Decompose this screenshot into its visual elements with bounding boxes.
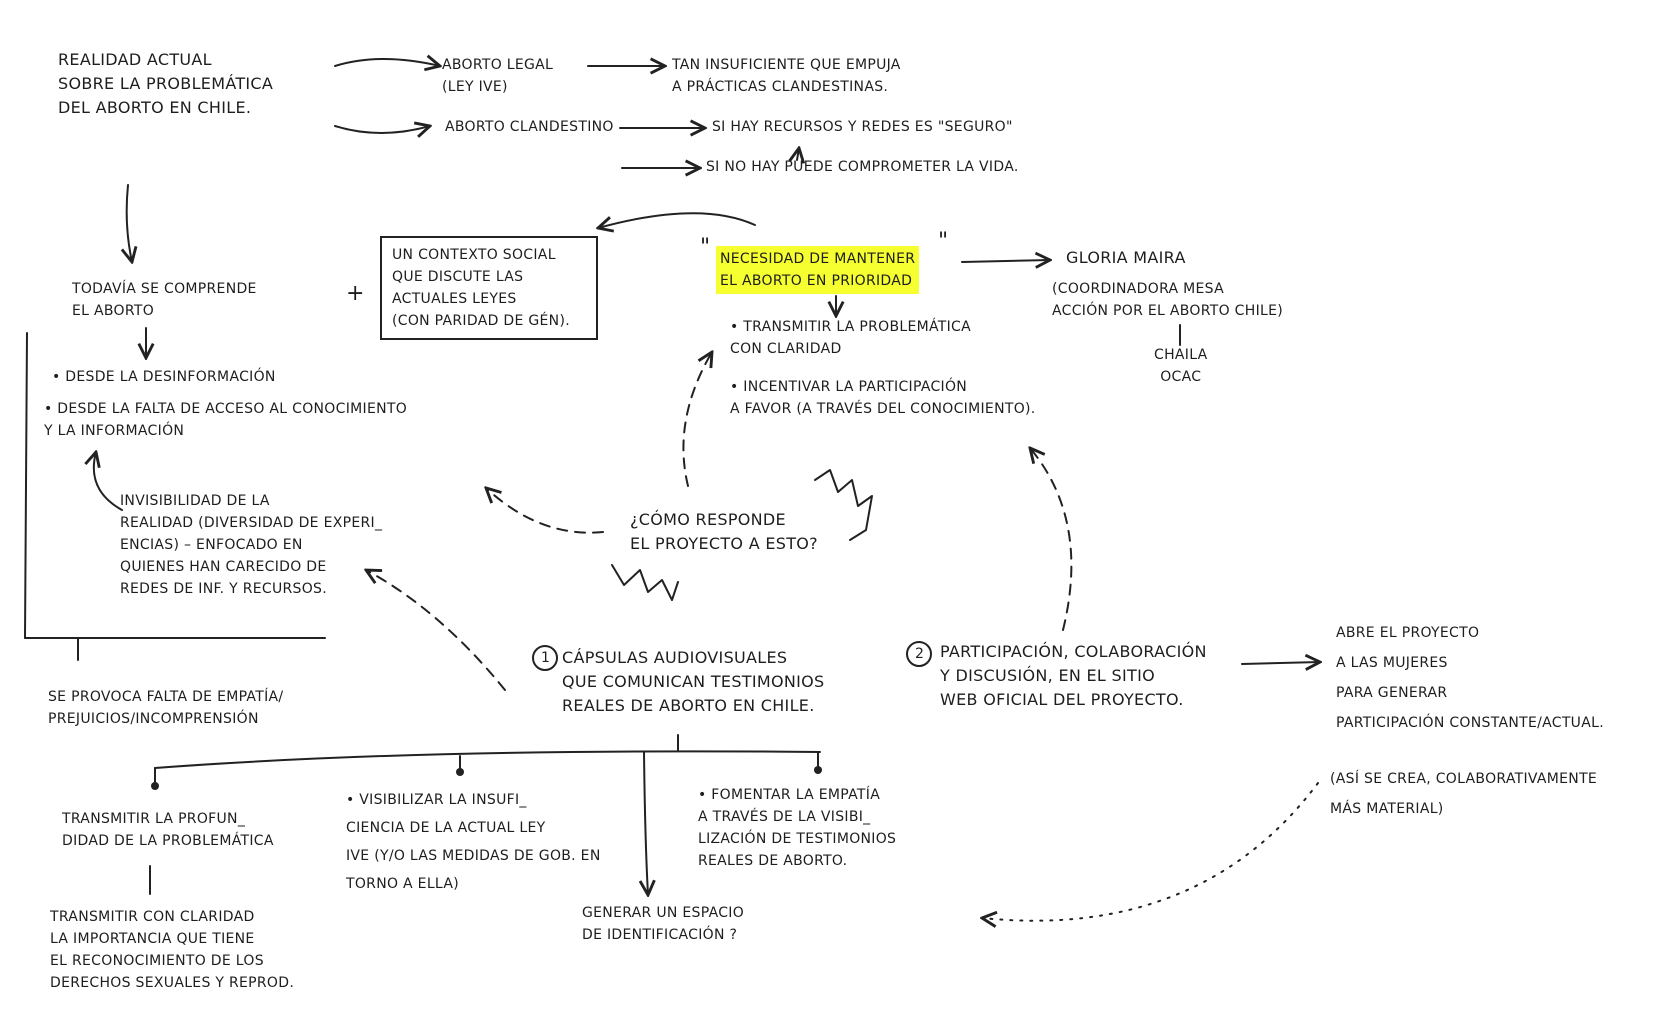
arrow-reality-down (127, 184, 132, 262)
branch-dot-3 (814, 766, 822, 774)
identification-node: GENERAR UN ESPACIO DE IDENTIFICACIÓN ? (582, 905, 745, 943)
still-understood-node: TODAVÍA SE COMPRENDE EL ABORTO (72, 281, 257, 319)
question-arrows (366, 352, 1320, 921)
incentivize-item: • INCENTIVAR LA PARTICIPACIÓN A FAVOR (A… (730, 379, 1036, 417)
close-quote: " (938, 229, 949, 254)
branch-dot-1 (151, 782, 159, 790)
capsules-number: 1 (541, 650, 551, 666)
arrow-to-clandestine (334, 126, 430, 133)
if-no-resources-node: SI NO HAY PUEDE COMPROMETER LA VIDA. (706, 159, 1019, 175)
arrow-to-gloria (961, 260, 1050, 262)
how-responds-question: ¿CÓMO RESPONDE EL PROYECTO A ESTO? (630, 510, 818, 553)
participation-node: PARTICIPACIÓN, COLABORACIÓN Y DISCUSIÓN,… (940, 642, 1207, 709)
branch-dot-2 (456, 768, 464, 776)
capsules-number-circle (532, 645, 558, 671)
social-context-box: UN CONTEXTO SOCIAL QUE DISCUTE LAS ACTUA… (380, 236, 598, 340)
zigzag-bottom-left (611, 564, 679, 601)
legal-abortion-node: ABORTO LEGAL (LEY IVE) (442, 57, 554, 95)
transmit-depth-node: TRANSMITIR LA PROFUN_ DIDAD DE LA PROBLE… (62, 811, 274, 849)
gloria-name: GLORIA MAIRA (1066, 248, 1186, 267)
need-priority-node: NECESIDAD DE MANTENER EL ABORTO EN PRIOR… (716, 246, 920, 294)
visibilize-node: • VISIBILIZAR LA INSUFI_ CIENCIA DE LA A… (346, 792, 601, 892)
empathy-node: • FOMENTAR LA EMPATÍA A TRAVÉS DE LA VIS… (698, 787, 897, 869)
from-lack-item: • DESDE LA FALTA DE ACCESO AL CONOCIMIEN… (44, 401, 408, 439)
plus-sign: + (346, 281, 365, 306)
transmit-importance-node: TRANSMITIR CON CLARIDAD LA IMPORTANCIA Q… (50, 909, 295, 991)
dash-participation-to-priority (1030, 448, 1073, 631)
dash-to-priority (682, 352, 712, 487)
transmit-clarity-item: • TRANSMITIR LA PROBLEMÁTICA CON CLARIDA… (730, 319, 972, 357)
dash-to-left-info (486, 488, 604, 534)
priority-arrows (598, 212, 1181, 346)
invisibility-node: INVISIBILIDAD DE LA REALIDAD (DIVERSIDAD… (120, 493, 383, 597)
from-disinfo-item: • DESDE LA DESINFORMACIÓN (52, 369, 276, 385)
dots-collaborative-to-participation (982, 782, 1319, 921)
legal-result-node: TAN INSUFICIENTE QUE EMPUJA A PRÁCTICAS … (672, 57, 901, 95)
zigzag-top-right (814, 469, 873, 541)
participation-number: 2 (915, 646, 925, 662)
tree-branch (154, 750, 821, 769)
lack-empathy-node: SE PROVOCA FALTA DE EMPATÍA/ PREJUICIOS/… (48, 689, 284, 727)
frame-vertical (24, 332, 28, 639)
participation-number-circle (906, 641, 932, 667)
reality-arrows (127, 59, 799, 358)
arrow-participation-to-women (1241, 662, 1320, 664)
left-frame (24, 332, 326, 661)
collaborative-node: (ASÍ SE CREA, COLABORATIVAMENTE MÁS MATE… (1330, 771, 1598, 817)
chaila-ocac: CHAILA OCAC (1154, 347, 1208, 385)
open-quote: " (700, 235, 711, 260)
capsules-node: CÁPSULAS AUDIOVISUALES QUE COMUNICAN TES… (562, 648, 825, 715)
arrow-up-small (797, 148, 799, 160)
zigzag-marks (611, 469, 873, 601)
dash-capsules-to-left (366, 570, 506, 691)
arrow-to-legal (334, 59, 440, 66)
gloria-role: (COORDINADORA MESA ACCIÓN POR EL ABORTO … (1052, 281, 1284, 319)
arrow-to-identification (644, 751, 648, 895)
clandestine-node: ABORTO CLANDESTINO (445, 119, 614, 135)
reality-node: REALIDAD ACTUAL SOBRE LA PROBLEMÁTICA DE… (58, 50, 274, 117)
arrow-to-context (598, 212, 756, 228)
opens-project-node: ABRE EL PROYECTO A LAS MUJERES PARA GENE… (1336, 625, 1604, 731)
if-resources-node: SI HAY RECURSOS Y REDES ES "SEGURO" (712, 119, 1013, 135)
arrow-invisibility-up (94, 452, 123, 511)
